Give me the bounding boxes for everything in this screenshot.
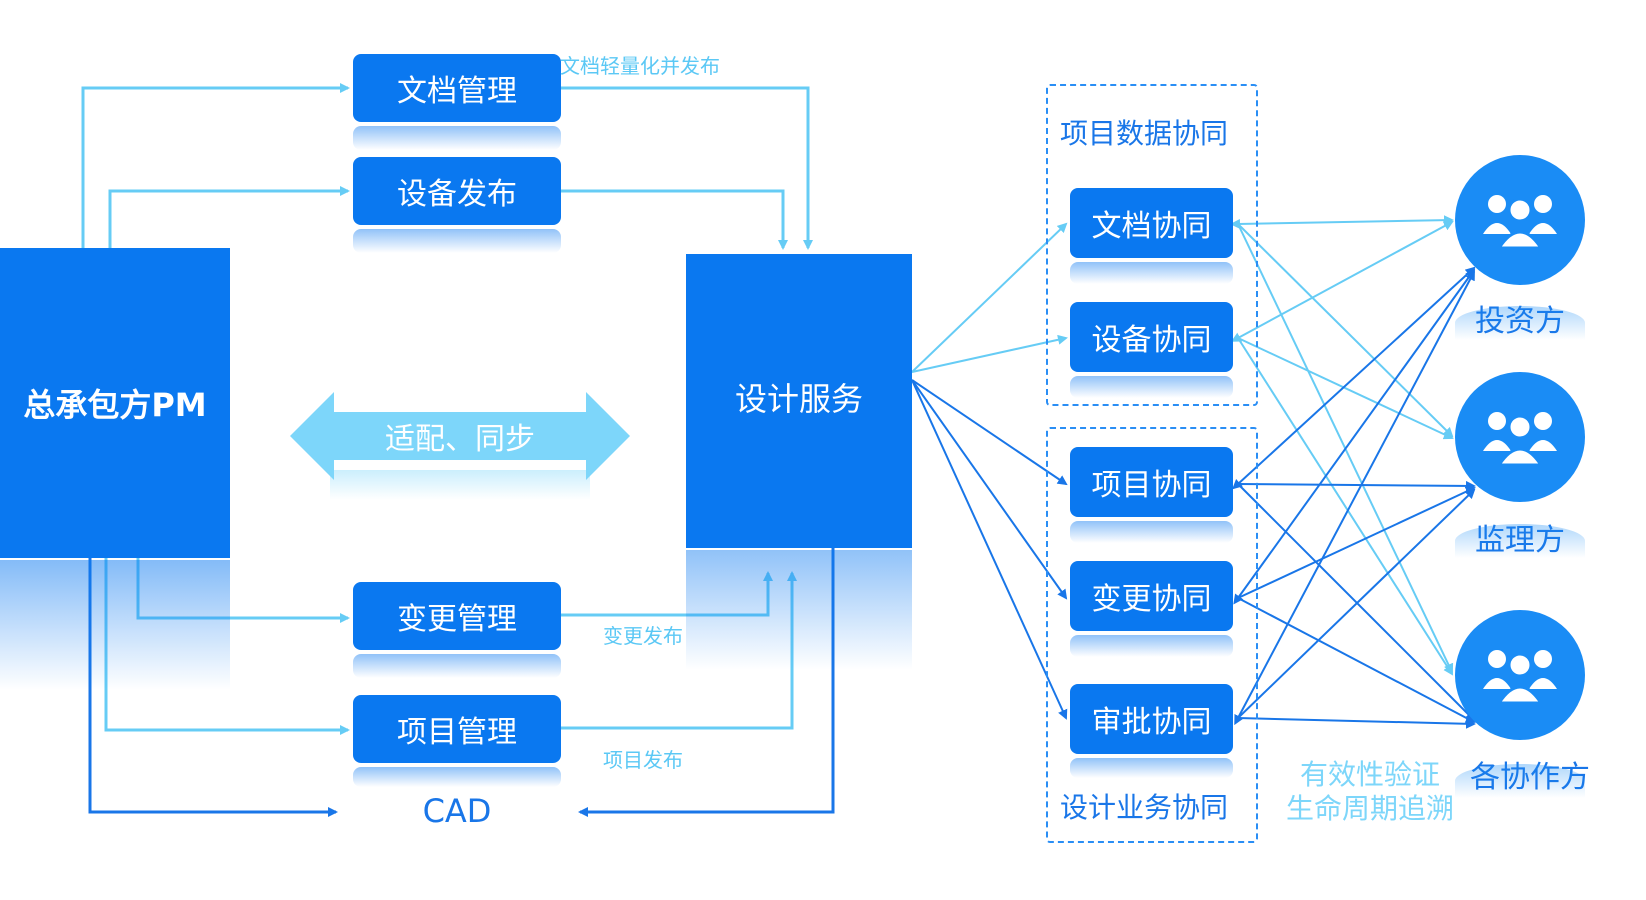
line-doc-to-design [558, 86, 813, 250]
people-icon [1483, 412, 1557, 467]
fan-to-approve-sync [911, 379, 1068, 720]
change-sync-label: 变更协同 [1091, 582, 1212, 617]
change-sync-box: 变更协同 [1070, 561, 1233, 631]
design-service-reflection [686, 550, 912, 670]
doc-mgmt-reflection [353, 126, 561, 150]
people-icon [1483, 195, 1557, 250]
project-sync-box: 项目协同 [1070, 447, 1233, 517]
equip-publish-label: 设备发布 [397, 177, 517, 212]
line-pm-to-doc [81, 83, 350, 248]
design-service-label: 设计服务 [734, 380, 863, 418]
collaborators-circle [1455, 610, 1585, 740]
footnote: 有效性验证 生命周期追溯 [1270, 758, 1470, 826]
people-icon [1483, 650, 1557, 705]
fan-to-project-sync [911, 379, 1068, 486]
project-mgmt-box: 项目管理 [353, 695, 561, 763]
line-design-to-cad [578, 548, 835, 817]
sync-arrow-label: 适配、同步 [385, 422, 535, 457]
supervisor-reflection [1455, 524, 1585, 558]
change-publish-label: 变更发布 [603, 624, 683, 648]
line-equip-to-design [558, 189, 788, 250]
business-sync-title: 设计业务协同 [1060, 791, 1229, 824]
doc-sync-reflection [1070, 262, 1233, 284]
equip-sync-label: 设备协同 [1091, 323, 1212, 358]
line-change-to-design [558, 571, 773, 617]
fan-to-doc-sync [911, 222, 1068, 373]
change-mgmt-label: 变更管理 [397, 602, 517, 637]
change-mgmt-reflection [353, 654, 561, 678]
pm-label: 总承包方PM [23, 386, 207, 424]
project-sync-label: 项目协同 [1091, 468, 1212, 503]
change-mgmt-box: 变更管理 [353, 582, 561, 650]
business-sync-group [1046, 427, 1258, 843]
investor-reflection [1455, 306, 1585, 340]
approve-sync-box: 审批协同 [1070, 684, 1233, 754]
fan-to-equip-sync [911, 334, 1068, 373]
equip-sync-box: 设备协同 [1070, 302, 1233, 372]
fan-to-change-sync [911, 379, 1068, 600]
data-sync-title: 项目数据协同 [1060, 117, 1229, 150]
pm-box: 总承包方PM [0, 248, 230, 558]
change-sync-reflection [1070, 635, 1233, 657]
equip-publish-box: 设备发布 [353, 157, 561, 225]
doc-sync-box: 文档协同 [1070, 188, 1233, 258]
project-mgmt-reflection [353, 767, 561, 787]
design-service-box: 设计服务 [686, 254, 912, 548]
equip-sync-reflection [1070, 376, 1233, 398]
approve-sync-label: 审批协同 [1091, 705, 1212, 740]
doc-lightweight-label: 文档轻量化并发布 [560, 54, 720, 78]
equip-publish-reflection [353, 229, 561, 253]
collaborators-label: 各协作方 [1470, 752, 1590, 796]
project-mgmt-label: 项目管理 [397, 715, 517, 750]
doc-mgmt-box: 文档管理 [353, 54, 561, 122]
supervisor-label: 监理方 [1475, 515, 1565, 559]
investor-circle [1455, 155, 1585, 285]
pm-reflection [0, 560, 230, 690]
investor-label: 投资方 [1475, 296, 1565, 340]
line-pm-to-equip [108, 186, 350, 248]
footnote-line1: 有效性验证 [1299, 758, 1440, 791]
data-sync-group [1046, 84, 1258, 406]
footnote-line2: 生命周期追溯 [1285, 792, 1454, 825]
cad-label: CAD [422, 792, 492, 830]
sync-arrow-reflection [330, 470, 590, 500]
sync-arrow [290, 392, 630, 480]
doc-mgmt-label: 文档管理 [397, 74, 517, 109]
approve-sync-reflection [1070, 758, 1233, 778]
supervisor-circle [1455, 372, 1585, 502]
doc-sync-label: 文档协同 [1091, 209, 1212, 244]
collaborators-reflection [1455, 764, 1585, 798]
project-sync-reflection [1070, 521, 1233, 543]
project-publish-label: 项目发布 [603, 748, 683, 772]
line-project-to-design [558, 571, 797, 730]
